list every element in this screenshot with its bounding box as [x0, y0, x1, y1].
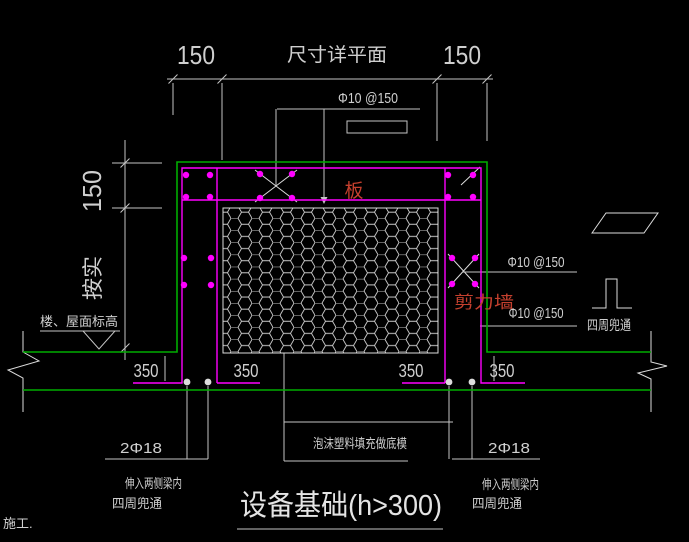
rebar-dot: [180, 281, 188, 289]
rebar-outline: [133, 167, 525, 384]
dim-foot-3: 350: [399, 361, 424, 381]
dim-foot-4: 350: [490, 361, 515, 381]
rebar-dot: [471, 280, 479, 288]
anchor-note-left-1: 伸入两侧梁内: [125, 476, 182, 491]
rebar-dot: [256, 170, 264, 178]
top-rebar-leader: [275, 108, 420, 197]
rebar-dot: [448, 254, 456, 262]
anchor-note-right-2: 四周兜通: [472, 496, 522, 511]
rebar-dot: [469, 171, 477, 179]
dim-top-right: 150: [443, 40, 481, 70]
hook-symbol: [592, 278, 632, 309]
concrete-outline: [23, 161, 651, 353]
rebar-dot: [471, 254, 479, 262]
dim-foot-2: 350: [234, 361, 259, 381]
break-symbol-left: [6, 331, 41, 412]
rebar-dot: [207, 281, 215, 289]
anchor-note-right-1: 伸入两侧梁内: [482, 477, 539, 492]
break-symbol-right: [636, 331, 668, 412]
edge-bar-dot: [183, 378, 191, 386]
rebar-section-dots: [180, 170, 479, 289]
rebar-cross-marks: [254, 166, 481, 289]
rebar-dot: [182, 193, 190, 201]
embed-plate-symbol: [346, 120, 408, 134]
rebar-dot: [448, 280, 456, 288]
right-rebar-leaders: [463, 271, 577, 327]
wall-rebar-inner-label: Φ10 @150: [509, 305, 564, 322]
dim-top-left: 150: [177, 40, 215, 70]
top-dimension-line: [167, 74, 493, 160]
plan-note: 尺寸详平面: [287, 44, 387, 66]
level-symbol-triangle: [81, 330, 117, 350]
rebar-dot: [206, 193, 214, 201]
edge-bar-dot: [204, 378, 212, 386]
rebar-dot: [180, 254, 188, 262]
shear-wall-label: 剪力墙: [454, 293, 514, 312]
left-dimension-line: [112, 140, 162, 360]
rebar-dot: [182, 171, 190, 179]
rebar-dot: [469, 193, 477, 201]
rebar-dot: [288, 170, 296, 178]
edge-bar-dot: [468, 378, 476, 386]
top-rebar-label: Φ10 @150: [338, 90, 398, 107]
edge-bars-right-label: 2Φ18: [488, 440, 530, 457]
level-reference-note: 楼、屋面标高: [40, 314, 118, 329]
slab-plan-symbol: [591, 212, 659, 234]
foam-note: 泡沫塑料填充做底模: [313, 436, 407, 451]
anchor-note-left-2: 四周兜通: [112, 496, 162, 511]
rebar-dot: [256, 194, 264, 202]
rebar-dot: [444, 171, 452, 179]
edge-bar-dot: [445, 378, 453, 386]
wall-rebar-outer-label: Φ10 @150: [508, 254, 565, 271]
corner-text: 施工.: [3, 516, 33, 531]
foam-note-bracket: [283, 353, 453, 462]
foam-fill-hatch: [222, 207, 439, 354]
hook-all-around-label: 四周兜通: [587, 318, 631, 333]
dim-slab-thickness: 150: [77, 170, 107, 212]
slab-label: 板: [345, 180, 364, 202]
drawing-title: 设备基础(h>300): [240, 489, 442, 522]
dim-foot-1: 350: [134, 361, 159, 381]
rebar-dot: [444, 193, 452, 201]
dim-height-note: 按实: [82, 256, 105, 300]
rebar-dot: [207, 254, 215, 262]
edge-bars-left-label: 2Φ18: [120, 440, 162, 457]
edge-bar-dots: [183, 378, 476, 386]
rebar-dot: [206, 171, 214, 179]
rebar-dot: [288, 194, 296, 202]
